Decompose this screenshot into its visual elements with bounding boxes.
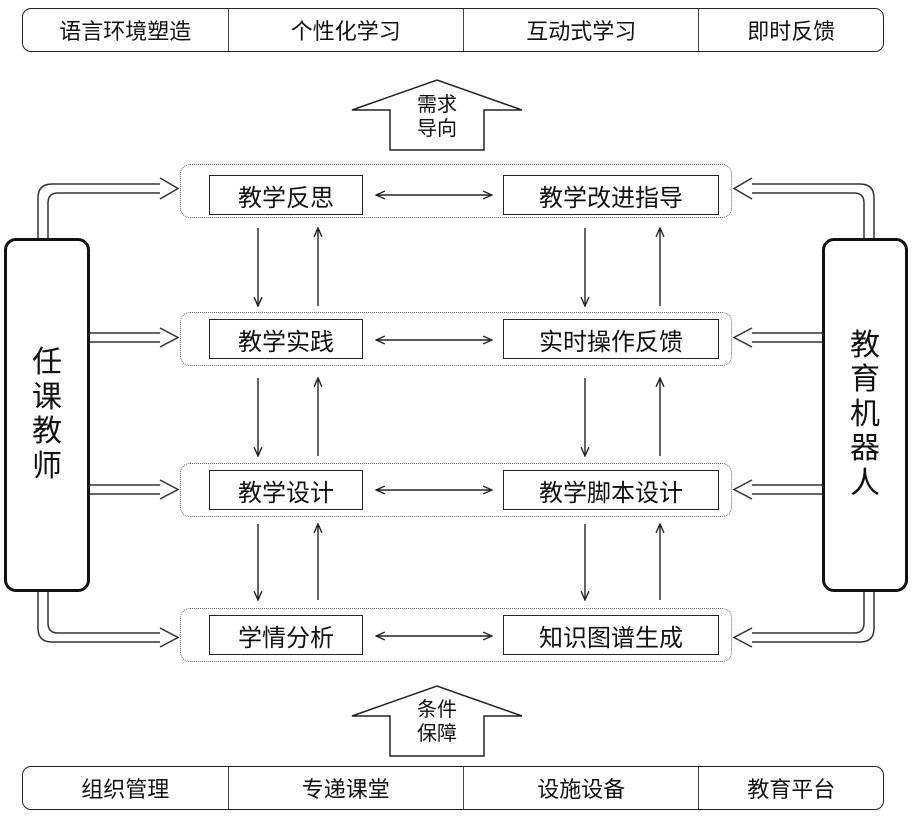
row-container-practice (180, 312, 732, 366)
demand-label-line: 导向 (417, 116, 457, 140)
actor-char: 人 (850, 465, 880, 501)
teacher-actor: 任课教师 (4, 238, 90, 592)
actor-char: 教 (32, 414, 62, 449)
learning-analysis-box: 学情分析 (209, 615, 363, 655)
goal-cell: 即时反馈 (698, 9, 883, 51)
realtime-feedback-box: 实时操作反馈 (503, 319, 719, 359)
support-label-line: 条件 (417, 697, 457, 721)
actor-char: 任 (32, 345, 62, 380)
row-container-analysis (180, 608, 732, 662)
actor-char: 课 (32, 379, 62, 415)
row-container-reflection (180, 164, 732, 218)
goal-cell: 个性化学习 (227, 9, 463, 51)
conditions-bar: 组织管理 专递课堂 设施设备 教育平台 (22, 766, 884, 810)
improvement-guidance-box: 教学改进指导 (503, 175, 719, 215)
actor-char: 育 (850, 362, 880, 398)
condition-cell: 组织管理 (81, 778, 170, 803)
condition-cell: 设施设备 (462, 767, 698, 809)
condition-cell: 教育平台 (698, 767, 883, 809)
robot-actor: 教育机器人 (822, 238, 908, 592)
teaching-design-box: 教学设计 (209, 470, 363, 510)
support-label-line: 保障 (417, 721, 457, 745)
actor-char: 机 (850, 396, 880, 432)
teacher-actor-label: 任课教师 (32, 345, 62, 484)
demand-label: 需求 导向 (407, 92, 467, 140)
demand-label-line: 需求 (417, 92, 457, 116)
actor-char: 教 (850, 327, 880, 363)
goals-bar: 语言环境塑造 个性化学习 互动式学习 即时反馈 (22, 8, 884, 52)
left-connectors (37, 177, 180, 648)
goal-cell: 语言环境塑造 (59, 20, 192, 45)
actor-char: 器 (850, 431, 880, 467)
demand-up-arrow (351, 79, 523, 151)
condition-cell: 专递课堂 (227, 767, 463, 809)
support-label: 条件 保障 (407, 697, 467, 745)
horizontal-arrows (376, 195, 492, 636)
vertical-arrows (258, 228, 660, 600)
script-design-box: 教学脚本设计 (503, 470, 719, 510)
row-container-design (180, 463, 732, 517)
right-connectors (732, 177, 875, 648)
actor-char: 师 (32, 448, 62, 484)
teaching-practice-box: 教学实践 (209, 319, 363, 359)
goal-cell: 互动式学习 (462, 9, 698, 51)
teaching-reflection-box: 教学反思 (209, 175, 363, 215)
robot-actor-label: 教育机器人 (850, 327, 880, 502)
knowledge-graph-box: 知识图谱生成 (503, 615, 719, 655)
support-up-arrow (351, 685, 523, 757)
